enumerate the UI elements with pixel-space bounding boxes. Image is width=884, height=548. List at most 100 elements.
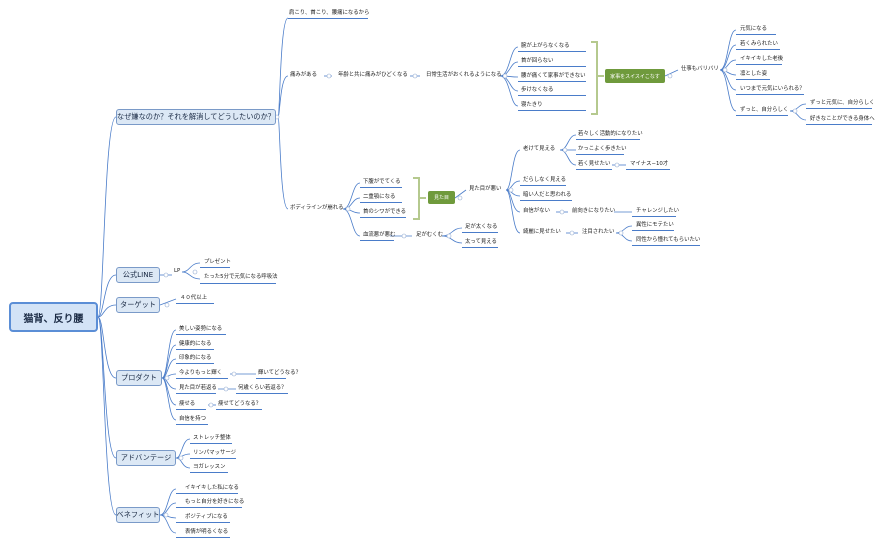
- topic-forward[interactable]: 前向きになりたい: [572, 208, 616, 214]
- topic-shoulder[interactable]: 肩こり、首こり、腰痛になるから: [289, 10, 370, 16]
- underline: [518, 51, 586, 52]
- underline: [176, 349, 214, 350]
- branch-line[interactable]: 公式LINE: [116, 267, 160, 283]
- underline: [736, 94, 804, 95]
- product-item[interactable]: 印象的になる: [179, 355, 212, 361]
- product-item[interactable]: 痩せる: [179, 401, 196, 407]
- underline: [518, 81, 586, 82]
- node-looks[interactable]: 見た目: [428, 191, 455, 204]
- underline: [576, 139, 640, 140]
- underline: [190, 443, 232, 444]
- product-item[interactable]: 今よりもっと輝く: [179, 370, 223, 376]
- noticed-item[interactable]: 同性から憧れてもらいたい: [636, 237, 701, 243]
- advantage-item[interactable]: ヨガレッスン: [193, 464, 226, 470]
- branch-advantage[interactable]: アドバンテージ: [116, 450, 176, 466]
- underline: [462, 247, 498, 248]
- swell-item[interactable]: 足が太くなる: [465, 224, 498, 230]
- work-item[interactable]: 若くみられたい: [740, 41, 778, 47]
- always-item[interactable]: ずっと元気に、自分らしく: [810, 100, 875, 106]
- line-present[interactable]: プレゼント: [204, 259, 231, 265]
- underline: [176, 522, 230, 523]
- benefit-item[interactable]: 表情が明るくなる: [185, 529, 229, 535]
- underline: [632, 245, 700, 246]
- always-item[interactable]: 好きなことができる身体へ: [810, 116, 875, 122]
- pain-item[interactable]: 腰が痛くて家事ができない: [521, 73, 586, 79]
- underline: [176, 393, 216, 394]
- product-shine-q[interactable]: 輝いてどうなる？: [258, 370, 301, 376]
- topic-old[interactable]: 老けて見える: [523, 146, 556, 152]
- work-item[interactable]: イキイキした老後: [740, 56, 784, 62]
- age-target[interactable]: マイナス−10才: [630, 161, 669, 167]
- old-item[interactable]: かっこよく歩きたい: [578, 146, 627, 152]
- line-item[interactable]: 首のシワができる: [363, 209, 407, 215]
- line-item[interactable]: 二重顎になる: [363, 194, 396, 200]
- old-item[interactable]: 若く見せたい: [578, 161, 611, 167]
- underline: [462, 232, 498, 233]
- underline: [288, 18, 368, 19]
- branch-product[interactable]: プロダクト: [116, 370, 162, 386]
- root-node[interactable]: 猫背、反り腰: [9, 302, 98, 332]
- topic-looks-bad[interactable]: 見た目が悪い: [469, 186, 502, 192]
- underline: [520, 200, 572, 201]
- branch-benefit[interactable]: ベネフィット: [116, 507, 160, 523]
- product-slim-q[interactable]: 痩せてどうなる？: [218, 401, 262, 407]
- line-lp[interactable]: LP: [174, 268, 181, 274]
- product-item[interactable]: 美しい姿勢になる: [179, 326, 223, 332]
- noticed-item[interactable]: 異性にモテたい: [636, 222, 674, 228]
- underline: [200, 283, 276, 284]
- underline: [176, 303, 214, 304]
- underline: [190, 458, 236, 459]
- line-promo[interactable]: たった5分で元気になる呼吸法: [204, 274, 278, 280]
- underline: [360, 202, 402, 203]
- underline: [176, 409, 206, 410]
- underline: [176, 493, 238, 494]
- benefit-item[interactable]: ポジティブになる: [185, 514, 228, 520]
- underline: [360, 217, 406, 218]
- product-item[interactable]: 健康的になる: [179, 341, 212, 347]
- swell-item[interactable]: 太って見える: [465, 239, 497, 245]
- topic-sickly[interactable]: 暗い人だと思われる: [523, 192, 572, 198]
- branch-why[interactable]: なぜ嫌なのか？それを解消してどうしたいのか？: [116, 109, 276, 125]
- pain-item[interactable]: 歩けなくなる: [521, 87, 554, 93]
- advantage-item[interactable]: リンパマッサージ: [193, 450, 237, 456]
- branch-target[interactable]: ターゲット: [116, 297, 160, 313]
- benefit-item[interactable]: イキイキした私になる: [185, 485, 239, 491]
- topic-sloppy[interactable]: だらしなく見える: [523, 177, 566, 183]
- underline: [520, 185, 566, 186]
- topic-noticed[interactable]: 注目されたい: [582, 229, 615, 235]
- underline: [256, 378, 286, 379]
- topic-body-line[interactable]: ボディラインが崩れる: [290, 205, 344, 211]
- pain-item[interactable]: 寝たきり: [521, 102, 543, 108]
- underline: [736, 79, 770, 80]
- node-housework[interactable]: 家事をスイスイこなす: [605, 69, 665, 83]
- topic-no-conf[interactable]: 自信がない: [523, 208, 550, 214]
- topic-circulation[interactable]: 血流悪が悪む: [363, 232, 396, 238]
- product-item[interactable]: 自信を持つ: [179, 416, 206, 422]
- pain-item[interactable]: 首が回らない: [521, 58, 554, 64]
- benefit-item[interactable]: もっと自分を好きになる: [185, 499, 245, 505]
- topic-life[interactable]: 日常生活がおくれるようになる: [426, 72, 502, 78]
- underline: [518, 95, 586, 96]
- topic-age-pain[interactable]: 年齢と共に痛みがひどくなる: [338, 72, 408, 78]
- underline: [632, 216, 676, 217]
- work-item[interactable]: いつまで元気にいられる？: [740, 86, 805, 92]
- product-young-q[interactable]: 何歳くらい若返る？: [238, 385, 287, 391]
- topic-work[interactable]: 仕事もバリバリ: [681, 66, 719, 72]
- pain-item[interactable]: 腕が上がらなくなる: [521, 43, 570, 49]
- underline: [176, 537, 230, 538]
- product-item[interactable]: 見た目が若返る: [179, 385, 217, 391]
- underline: [176, 507, 242, 508]
- work-item[interactable]: 元気になる: [740, 26, 767, 32]
- bracket-housework: [591, 41, 604, 115]
- topic-shy[interactable]: 綺麗に見せたい: [523, 229, 561, 235]
- topic-swelling[interactable]: 足がむくむ: [416, 232, 443, 238]
- advantage-item[interactable]: ストレッチ整体: [193, 435, 231, 441]
- target-value[interactable]: ４０代以上: [180, 295, 207, 301]
- underline: [576, 154, 624, 155]
- old-item[interactable]: 若々しく活動的になりたい: [578, 131, 643, 137]
- topic-always[interactable]: ずっと、自分らしく: [740, 107, 789, 113]
- work-item[interactable]: 凛とした姿: [740, 71, 767, 77]
- topic-pain[interactable]: 痛みがある: [290, 72, 317, 78]
- line-item[interactable]: 下腹がでてくる: [363, 179, 401, 185]
- topic-challenge[interactable]: チャレンジしたい: [636, 208, 680, 214]
